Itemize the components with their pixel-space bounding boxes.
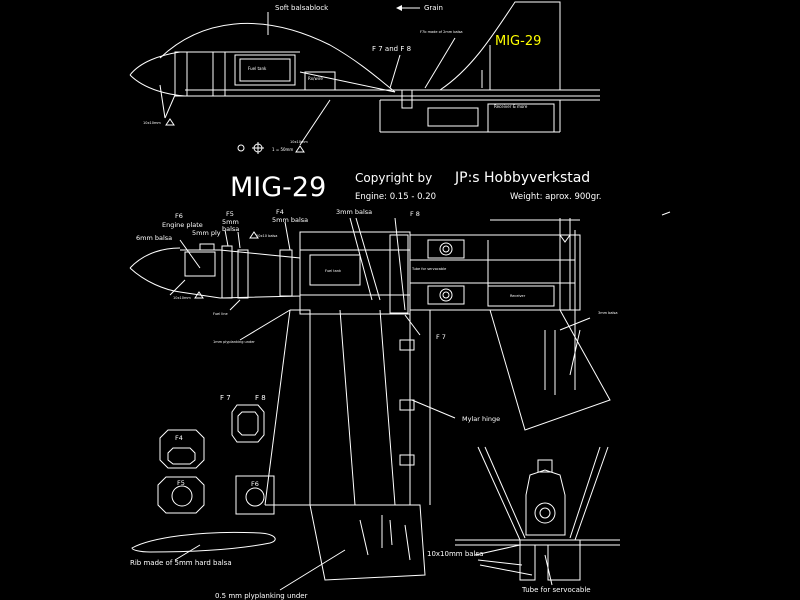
stab-outline bbox=[489, 309, 611, 431]
part-f8-label: F 8 bbox=[255, 394, 266, 402]
rc-item-label: Rx/wire bbox=[308, 76, 323, 81]
mylar-hinge-label: Mylar hinge bbox=[462, 415, 500, 423]
tank-small-label: Fuel tank bbox=[325, 269, 342, 273]
corner-mark bbox=[661, 211, 671, 216]
parts-panel: F 7 F 8 F4 F5 F6 bbox=[157, 394, 275, 515]
title-mig29: MIG-29 bbox=[230, 172, 326, 203]
scale-label: 1 = 50mm bbox=[272, 147, 293, 152]
engine-plate-label: Engine plate bbox=[162, 221, 203, 229]
soft-balsablock-label: Soft balsablock bbox=[275, 4, 329, 12]
part-f7-label: F 7 bbox=[220, 394, 231, 402]
part-f4-shape bbox=[159, 429, 205, 469]
weight-label: Weight: aprox. 900gr. bbox=[510, 192, 602, 202]
fin-outline bbox=[439, 1, 561, 91]
grain-label: Grain bbox=[424, 4, 443, 12]
balsa-label: balsa bbox=[222, 225, 239, 233]
f4-balsa-label: 5mm balsa bbox=[272, 216, 308, 224]
rib-shape bbox=[131, 531, 276, 553]
author-label: JP:s Hobbyverkstad bbox=[454, 170, 590, 186]
tube-label: Tube for servocable bbox=[521, 586, 591, 594]
fin-mig29-text: MIG-29 bbox=[495, 34, 541, 49]
wing-leading-edge bbox=[265, 309, 311, 506]
plyplanking-label: 0.5 mm plyplanking under bbox=[215, 592, 308, 600]
fuel-line-label: Fuel line bbox=[213, 312, 228, 316]
planking-small-label: 1mm plyplanking under bbox=[213, 340, 255, 344]
f4-label: F4 bbox=[276, 208, 284, 216]
part-f7-f8-shape bbox=[231, 404, 265, 443]
engine-label: Engine: 0.15 - 0.20 bbox=[355, 192, 436, 202]
part-f6-shape bbox=[235, 475, 275, 515]
f7-f8-label: F 7 and F 8 bbox=[372, 45, 411, 53]
fin-small-label: F7b made of 2mm balsa bbox=[420, 30, 463, 34]
top-view: F6 Engine plate 5mm ply F5 5mm balsa 6mm… bbox=[129, 208, 617, 581]
copyright-label: Copyright by bbox=[355, 171, 432, 185]
ply5-label: 5mm ply bbox=[192, 229, 221, 237]
rib-label: Rib made of 5mm hard balsa bbox=[130, 559, 232, 567]
balsa3-label: 3mm balsa bbox=[336, 208, 372, 216]
servo-small-label: Tube for servocable bbox=[411, 267, 446, 271]
side-10x10-label: 10x10mm bbox=[143, 121, 161, 125]
part-f4-label: F4 bbox=[175, 434, 183, 442]
part-f5-shape bbox=[157, 476, 205, 514]
bottom-details: Rib made of 5mm hard balsa 0.5 mm plypla… bbox=[130, 446, 620, 600]
receiver-small-label: Receiver bbox=[510, 294, 526, 298]
canopy-outline bbox=[159, 22, 396, 93]
f6-label: F6 bbox=[175, 212, 183, 220]
top-nose-lower bbox=[129, 267, 181, 293]
top-10x10-label: 10x10mm bbox=[173, 296, 191, 300]
top-nose-upper bbox=[129, 247, 181, 269]
side-10x10b-label: 10x10mm bbox=[290, 140, 308, 144]
rc-small-label: 10x10 balsa bbox=[256, 234, 277, 238]
part-f5-label: F5 bbox=[177, 479, 185, 487]
f8-top-label: F 8 bbox=[410, 210, 420, 218]
receiver-label: Receiver & more bbox=[494, 104, 528, 109]
f5-label: F5 bbox=[226, 210, 234, 218]
balsa-side-label: 3mm balsa bbox=[598, 311, 617, 315]
part-f6-label: F6 bbox=[251, 480, 259, 488]
f7-top-label: F 7 bbox=[436, 333, 446, 341]
balsa6-label: 6mm balsa bbox=[136, 234, 172, 242]
aileron-outline bbox=[309, 504, 426, 581]
fuel-tank-label: Fuel tank bbox=[248, 66, 267, 71]
balsa10-label: 10x10mm balsa bbox=[427, 550, 483, 558]
title-block: MIG-29 Copyright by JP:s Hobbyverkstad E… bbox=[230, 170, 602, 203]
side-view: Soft balsablock Grain F 7 and F 8 F7b ma… bbox=[129, 1, 600, 154]
mm5-label: 5mm bbox=[222, 218, 239, 226]
engine-shape bbox=[525, 469, 566, 536]
